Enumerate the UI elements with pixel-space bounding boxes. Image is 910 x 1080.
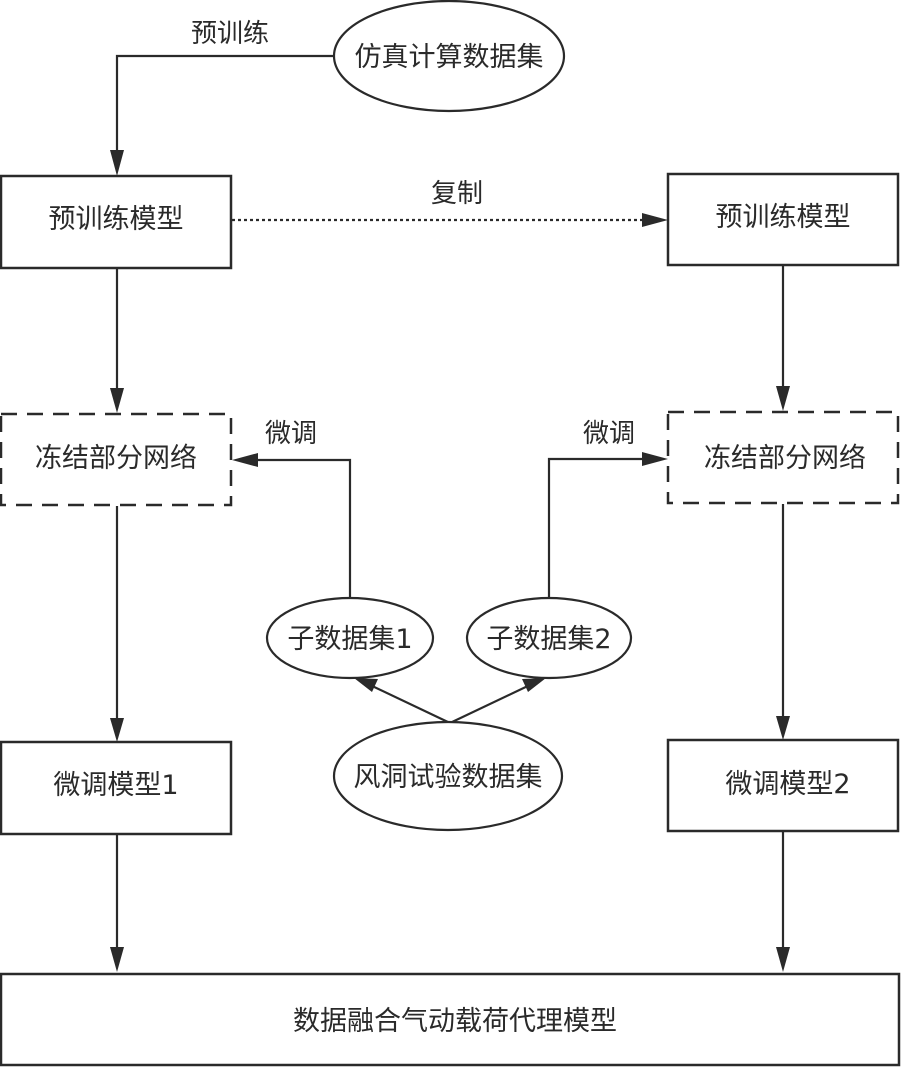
arrowhead-icon bbox=[232, 453, 258, 467]
node-wind-tunnel-dataset: 风洞试验数据集 bbox=[332, 720, 564, 832]
node-frozen-left: 冻结部分网络 bbox=[0, 412, 233, 507]
arrowhead-icon bbox=[354, 678, 378, 692]
arrowhead-icon bbox=[522, 678, 546, 692]
arrowhead-icon bbox=[110, 150, 124, 176]
node-sim-dataset: 仿真计算数据集 bbox=[332, 0, 566, 113]
edge-pretrain bbox=[110, 54, 334, 176]
node-label: 预训练模型 bbox=[49, 204, 184, 235]
arrowhead-icon bbox=[776, 947, 790, 972]
node-subset2: 子数据集2 bbox=[465, 596, 633, 680]
node-label: 预训练模型 bbox=[716, 202, 851, 233]
arrowhead-icon bbox=[110, 947, 124, 972]
node-label: 子数据集2 bbox=[486, 624, 611, 655]
node-label: 子数据集1 bbox=[287, 624, 412, 655]
node-finetune-model1: 微调模型1 bbox=[0, 740, 233, 836]
node-pretrain-model-right: 预训练模型 bbox=[666, 172, 900, 267]
node-label: 微调模型2 bbox=[725, 769, 850, 800]
edge-frozen-to-model2 bbox=[776, 504, 790, 740]
edge-model1-to-fusion bbox=[110, 834, 124, 972]
edge-label-pretrain: 预训练 bbox=[191, 19, 269, 49]
edge-label-finetune-left: 微调 bbox=[265, 419, 317, 449]
edge-finetune-right bbox=[547, 452, 668, 598]
node-label: 仿真计算数据集 bbox=[355, 42, 544, 73]
edge-label-finetune-right: 微调 bbox=[583, 419, 635, 449]
arrowhead-icon bbox=[110, 388, 124, 413]
edge-pretrain-to-frozen-left bbox=[110, 268, 124, 413]
node-label: 冻结部分网络 bbox=[35, 443, 197, 474]
edge-wind-to-subset2 bbox=[449, 678, 546, 724]
node-finetune-model2: 微调模型2 bbox=[666, 738, 900, 833]
node-subset1: 子数据集1 bbox=[265, 596, 435, 680]
node-pretrain-model-left: 预训练模型 bbox=[0, 174, 233, 270]
node-label: 冻结部分网络 bbox=[704, 443, 866, 474]
node-frozen-right: 冻结部分网络 bbox=[666, 410, 900, 505]
edge-label-copy: 复制 bbox=[431, 179, 483, 209]
node-fusion-model: 数据融合气动载荷代理模型 bbox=[0, 972, 901, 1067]
arrowhead-icon bbox=[642, 213, 668, 227]
arrowhead-icon bbox=[110, 718, 124, 742]
arrowhead-icon bbox=[642, 452, 668, 466]
node-label: 数据融合气动载荷代理模型 bbox=[293, 1006, 617, 1037]
edge-pretrain-to-frozen-right bbox=[776, 265, 790, 411]
node-label: 微调模型1 bbox=[53, 770, 178, 801]
edge-model2-to-fusion bbox=[776, 832, 790, 972]
node-label: 风洞试验数据集 bbox=[354, 762, 543, 793]
edge-wind-to-subset1 bbox=[354, 678, 451, 724]
edge-frozen-to-model1 bbox=[110, 506, 124, 742]
edge-finetune-left bbox=[232, 453, 352, 598]
arrowhead-icon bbox=[776, 386, 790, 411]
arrowhead-icon bbox=[776, 716, 790, 740]
edge-copy bbox=[232, 213, 668, 227]
